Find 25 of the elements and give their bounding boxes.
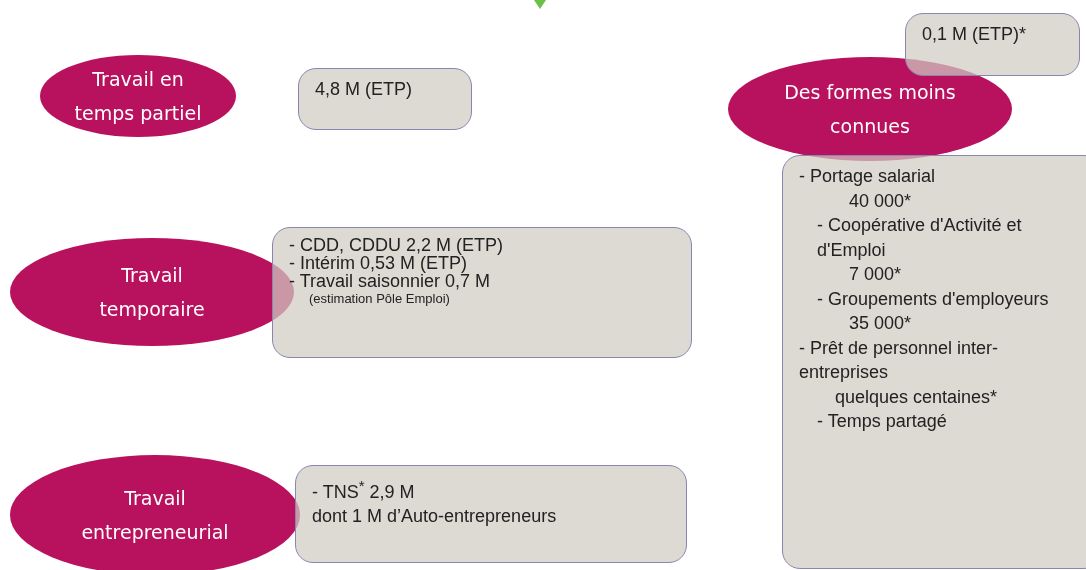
- info-box: [782, 155, 1086, 569]
- info-text: (estimation Pôle Emploi): [309, 290, 451, 308]
- category-title: Travail temporaire: [98, 263, 206, 322]
- info-text: - Temps partagé: [817, 410, 948, 433]
- info-text: quelques centaines*: [835, 385, 999, 409]
- info-text: 35 000*: [849, 312, 913, 335]
- info-text: 4,8 M (ETP): [315, 78, 413, 101]
- info-text: - Coopérative d'Activité et d'Emploi: [817, 214, 1023, 262]
- info-text: - Portage salarial: [799, 165, 937, 188]
- info-text: - TNS$^{*}$ 2,9 M: [312, 476, 416, 504]
- info-text: - Intérim 0,53 M (ETP): [289, 254, 468, 272]
- category-title: Travail en temps partiel: [73, 67, 203, 126]
- info-box: [298, 68, 472, 130]
- info-text: - Groupements d'employeurs: [817, 287, 1050, 311]
- info-box: [905, 13, 1080, 76]
- info-text: 7 000*: [849, 263, 903, 286]
- info-text: 40 000*: [849, 189, 913, 213]
- info-text: 0,1 M (ETP)*: [922, 23, 1028, 46]
- info-text: - Travail saisonnier 0,7 M: [289, 272, 492, 290]
- info-box: [272, 227, 692, 358]
- info-text: dont 1 M d’Auto-entrepreneurs: [312, 505, 558, 528]
- category-title: Travail entrepreneurial: [80, 486, 230, 545]
- category-title: Des formes moins connues: [783, 80, 957, 139]
- info-box: [295, 465, 687, 563]
- info-text: - CDD, CDDU 2,2 M (ETP): [289, 236, 504, 254]
